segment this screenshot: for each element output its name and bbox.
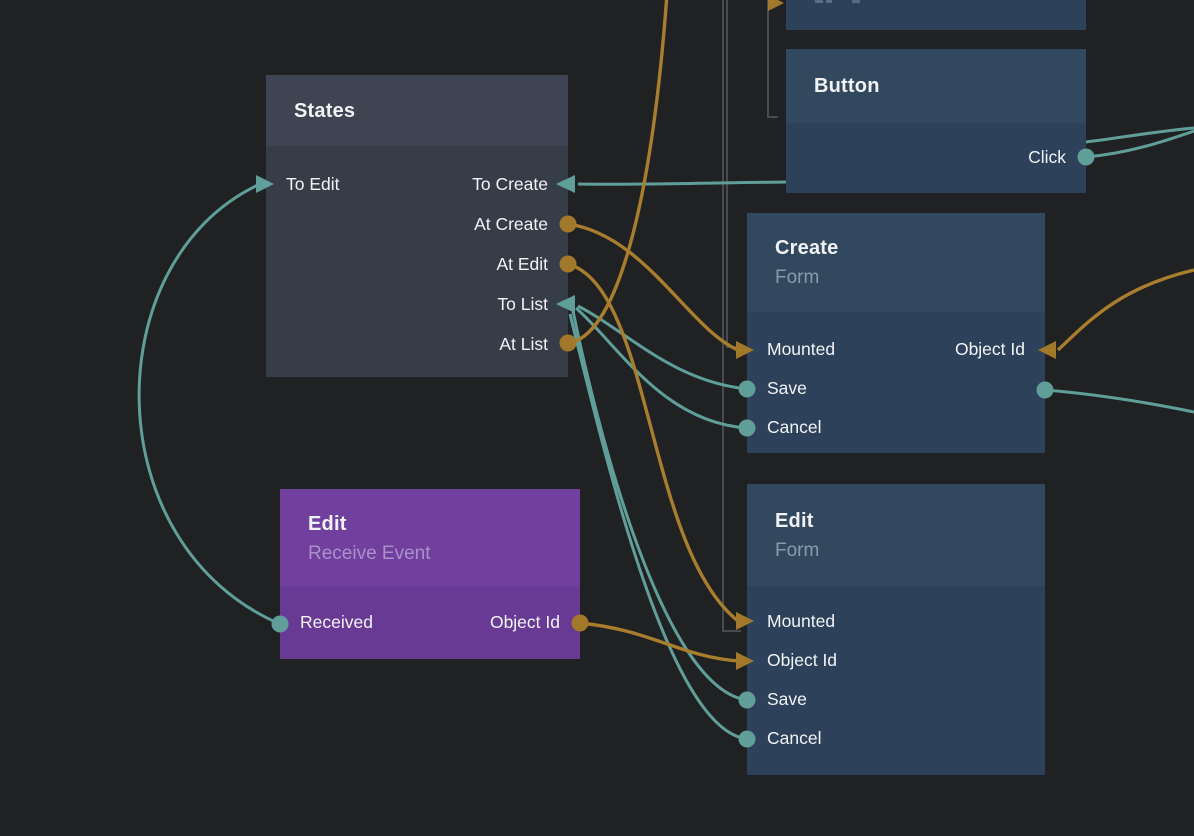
port-row: Mounted Object Id [747,330,1045,369]
port-to-list[interactable]: To List [497,293,548,314]
node-create-header[interactable]: Create Form [747,213,1045,312]
wire-received-to-edit[interactable] [137,183,281,626]
port-cancel[interactable]: Cancel [767,417,822,437]
node-edit-receive-event[interactable]: Edit Receive Event Received Object Id [280,489,580,659]
port-at-create[interactable]: At Create [474,213,548,234]
node-partial-top[interactable] [786,0,1086,30]
node-title: States [294,99,356,122]
port-row: At Create [266,204,568,244]
node-title: Edit [775,509,814,532]
node-edit-event-header[interactable]: Edit Receive Event [280,489,580,587]
node-subtitle: Form [775,267,820,288]
node-button-header[interactable]: Button [786,49,1086,123]
clipped-text-remnant [815,0,823,3]
node-edit-form[interactable]: Edit Form Mounted Object Id Save Cancel [747,484,1045,775]
wire-objectid-to-editform-objectid[interactable] [579,621,739,663]
port-row: At List [266,324,568,364]
port-row: Save [747,369,1045,408]
port-row: Object Id [747,641,1045,680]
port-click[interactable]: Click [1028,147,1066,167]
port-save[interactable]: Save [767,378,807,398]
node-create-form[interactable]: Create Form Mounted Object Id Save Cance… [747,213,1045,453]
port-received[interactable]: Received [300,612,373,632]
port-at-list[interactable]: At List [499,333,548,354]
node-edit-form-header[interactable]: Edit Form [747,484,1045,586]
wire-editform-cancel-to-list[interactable] [568,313,748,741]
port-to-create[interactable]: To Create [472,173,548,194]
wire-at-edit-to-editform-mounted[interactable] [567,262,740,623]
wire-create-objectid-in[interactable] [1056,268,1194,352]
port-row: Cancel [747,408,1045,447]
port-arrow-partial-node[interactable] [768,0,784,11]
wire-gray-to-editform-mounted[interactable] [722,0,741,632]
wire-create-cancel-to-list[interactable] [575,306,748,430]
port-object-id[interactable]: Object Id [954,339,1025,359]
port-object-id[interactable]: Object Id [767,650,838,670]
clipped-text-remnant [826,0,832,3]
port-object-id[interactable]: Object Id [489,612,560,632]
node-title: Edit [308,512,347,535]
wire-create-save-to-list[interactable] [577,304,748,391]
wire-gray-to-button[interactable] [767,0,778,118]
clipped-text-remnant [852,0,860,3]
wire-button-click-out[interactable] [1085,129,1194,159]
node-states-header[interactable]: States [266,75,568,146]
port-save[interactable]: Save [767,689,807,709]
node-button[interactable]: Button Click [786,49,1086,193]
wire-editform-save-to-list[interactable] [571,310,748,702]
wire-at-create-to-create-mounted[interactable] [567,222,739,352]
port-row: Mounted [747,602,1045,641]
port-row: Cancel [747,719,1045,758]
node-subtitle: Receive Event [308,542,431,564]
port-row: To List [266,284,568,324]
port-row: To Edit To Create [266,164,568,204]
node-subtitle: Form [775,539,820,561]
port-mounted[interactable]: Mounted [767,339,836,359]
port-row: Click [786,138,1086,177]
port-row: Received Object Id [280,603,580,642]
port-row: At Edit [266,244,568,284]
wire-gray-to-create-mounted[interactable] [726,0,738,348]
port-cancel[interactable]: Cancel [767,728,822,748]
port-to-edit[interactable]: To Edit [286,173,340,194]
node-states[interactable]: States To Edit To Create At Create At Ed… [266,75,568,377]
wire-at-list-up-offscreen[interactable] [567,0,669,345]
port-mounted[interactable]: Mounted [767,611,836,631]
wire-create-output-right[interactable] [1044,388,1194,414]
node-title: Button [814,75,880,97]
port-row: Save [747,680,1045,719]
port-at-edit[interactable]: At Edit [496,253,548,274]
node-title: Create [775,237,839,259]
